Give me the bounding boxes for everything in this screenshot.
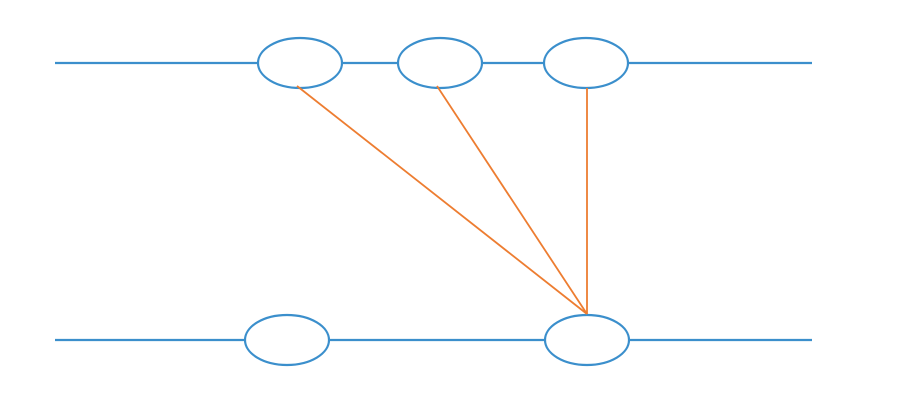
link-line-2[interactable] bbox=[436, 85, 588, 315]
top-node-1[interactable] bbox=[256, 36, 344, 90]
bottom-track bbox=[55, 313, 812, 367]
bottom-node-2[interactable] bbox=[543, 313, 631, 367]
bottom-node-1[interactable] bbox=[243, 313, 331, 367]
top-node-3[interactable] bbox=[542, 36, 630, 90]
top-node-2[interactable] bbox=[396, 36, 484, 90]
link-line-1[interactable] bbox=[296, 85, 588, 315]
top-track bbox=[55, 36, 812, 90]
cross-links bbox=[296, 85, 588, 315]
